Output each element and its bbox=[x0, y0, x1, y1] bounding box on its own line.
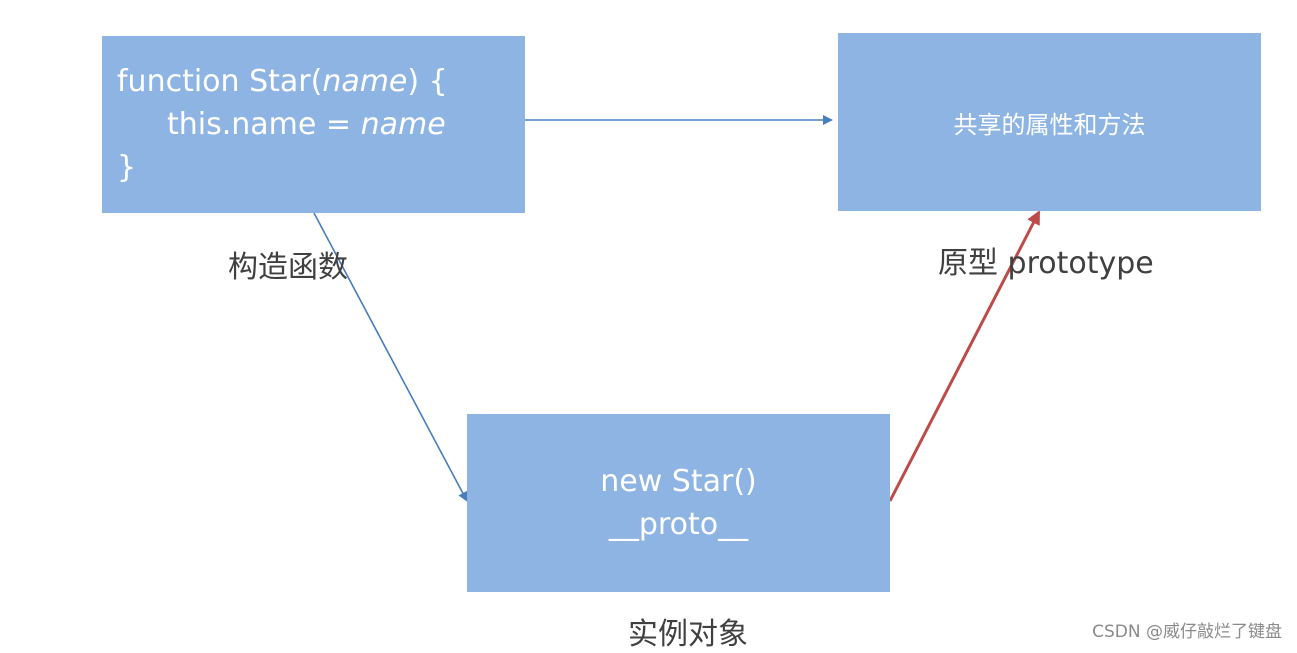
code-assigned-value: name bbox=[360, 107, 446, 142]
code-line-1: function Star(name) { bbox=[117, 60, 525, 103]
code-param-name: name bbox=[322, 64, 408, 99]
code-function-keyword: function Star( bbox=[117, 64, 323, 99]
code-assignment: this.name = bbox=[167, 107, 361, 142]
prototype-box-text: 共享的属性和方法 bbox=[953, 110, 1146, 139]
instance-line-new: new Star() bbox=[600, 464, 757, 499]
instance-label: 实例对象 bbox=[628, 617, 748, 652]
prototype-box: 共享的属性和方法 bbox=[838, 33, 1261, 211]
code-line-3: } bbox=[117, 150, 137, 185]
instance-line-proto: __proto__ bbox=[608, 507, 749, 542]
csdn-watermark: CSDN @威仔敲烂了键盘 bbox=[1092, 622, 1282, 642]
code-open-brace: ) { bbox=[407, 64, 448, 99]
instance-object-box: new Star() __proto__ bbox=[467, 414, 890, 592]
constructor-label: 构造函数 bbox=[228, 250, 348, 285]
prototype-label: 原型 prototype bbox=[938, 246, 1154, 281]
code-line-2: this.name = name bbox=[117, 103, 525, 146]
constructor-function-box: function Star(name) {this.name = name} bbox=[102, 36, 525, 213]
